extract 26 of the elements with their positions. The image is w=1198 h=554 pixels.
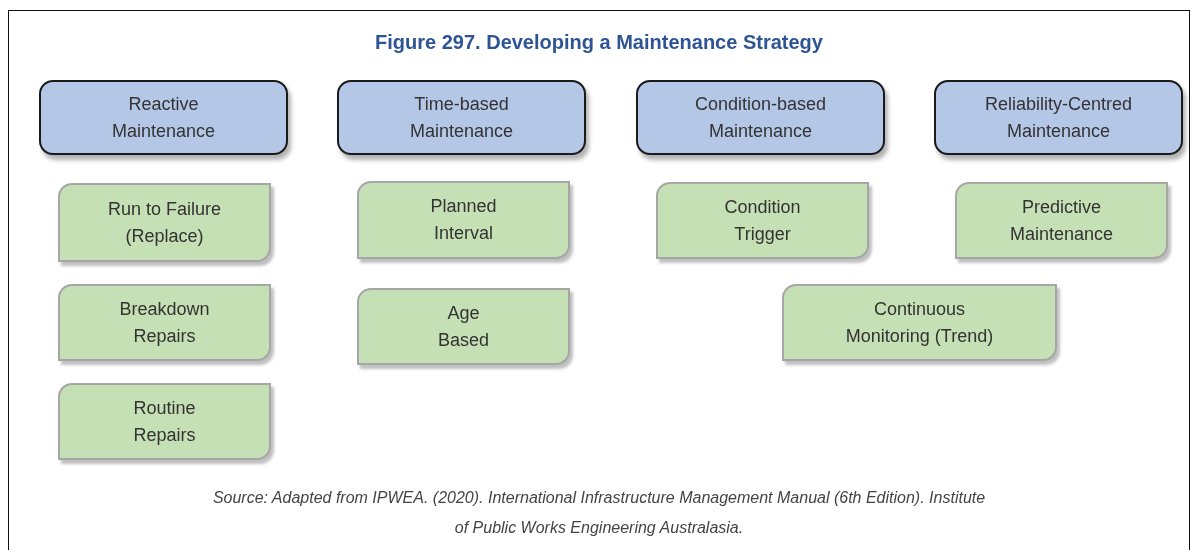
- strategy-box: [934, 80, 1183, 155]
- box-label: Run to Failure (Replace): [106, 197, 223, 248]
- box-label: Age Based: [436, 301, 490, 352]
- strategy-box: [337, 80, 586, 155]
- box-label: Reactive Maintenance: [110, 92, 217, 143]
- box-label: Planned Interval: [429, 195, 498, 245]
- approach-box: [955, 182, 1168, 259]
- approach-box: [58, 183, 271, 262]
- box-label: Continuous Monitoring (Trend): [844, 297, 995, 348]
- strategy-box: [39, 80, 288, 155]
- box-label: Breakdown Repairs: [118, 297, 211, 348]
- approach-box: [58, 284, 271, 361]
- approach-box: [357, 288, 570, 365]
- approach-box: [58, 383, 271, 460]
- approach-box: [782, 284, 1057, 361]
- box-label: Time-based Maintenance: [408, 92, 515, 143]
- box-label: Condition Trigger: [723, 195, 802, 246]
- box-label: Predictive Maintenance: [1008, 195, 1115, 246]
- box-label: Condition-based Maintenance: [693, 92, 828, 143]
- box-label: Routine Repairs: [132, 396, 197, 447]
- approach-box: [656, 182, 869, 259]
- source-caption: Source: Adapted from IPWEA. (2020). International Infrastructure Management Manual (6th Edition). Institute of Public Works Engineering Australasia.: [211, 488, 987, 538]
- box-label: Reliability-Centred Maintenance: [983, 92, 1134, 143]
- approach-box: [357, 181, 570, 259]
- figure-title: Figure 297. Developing a Maintenance Strategy: [374, 31, 824, 54]
- strategy-box: [636, 80, 885, 155]
